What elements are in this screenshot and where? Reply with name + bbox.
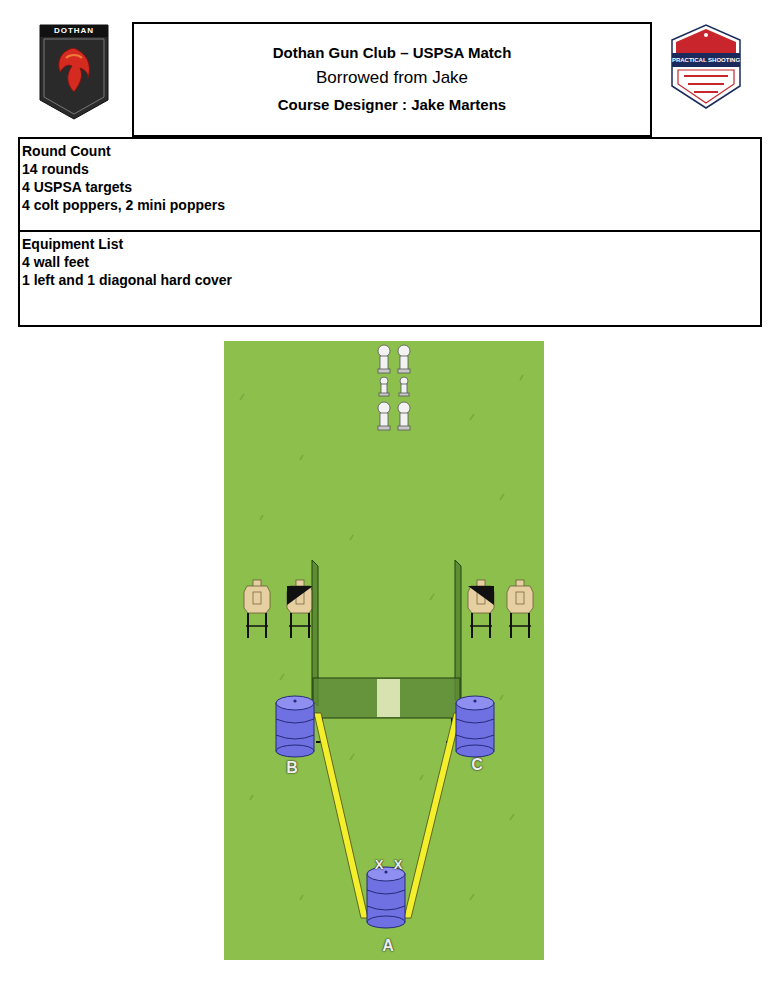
position-label: A xyxy=(382,938,394,954)
colt-popper xyxy=(378,402,390,430)
position-label: C xyxy=(471,757,483,773)
shooting-box-mark: X xyxy=(375,858,384,871)
logo-flame xyxy=(66,55,82,58)
barrel xyxy=(276,696,314,757)
section-heading: Equipment List xyxy=(22,235,757,253)
logo-text: PRACTICAL SHOOTING xyxy=(672,57,740,63)
title-line: Borrowed from Jake xyxy=(140,68,644,88)
section-item: 4 USPSA targets xyxy=(22,178,757,196)
uspsa-stripes xyxy=(678,70,734,103)
section-heading: Round Count xyxy=(22,142,757,160)
uspsa-red-field xyxy=(676,29,736,53)
colt-popper xyxy=(378,345,390,373)
wall-port xyxy=(377,679,400,717)
position-label: B xyxy=(286,760,298,776)
mini-popper xyxy=(379,377,389,396)
grass-blades xyxy=(240,375,523,900)
section-item: 4 colt poppers, 2 mini poppers xyxy=(22,196,757,214)
uspsa-target xyxy=(244,580,270,638)
mini-popper xyxy=(399,377,409,396)
uspsa-target xyxy=(468,580,494,638)
title-line: Course Designer : Jake Martens xyxy=(140,96,644,114)
title-line: Dothan Gun Club – USPSA Match xyxy=(140,44,644,62)
diagonal-hard-cover xyxy=(468,586,494,605)
barrel xyxy=(367,867,405,928)
logo-phoenix xyxy=(59,48,90,92)
section-item: 1 left and 1 diagonal hard cover xyxy=(22,271,757,289)
shooting-box-mark: X xyxy=(394,858,403,871)
uspsa-logo xyxy=(672,25,740,108)
logo-shield xyxy=(40,25,108,119)
logo-inner-border xyxy=(44,39,104,114)
uspsa-target xyxy=(507,580,533,638)
barrel xyxy=(456,696,494,757)
uspsa-shield xyxy=(672,25,740,108)
colt-popper xyxy=(398,402,410,430)
section-item: 14 rounds xyxy=(22,160,757,178)
info-box: Round Count14 rounds4 USPSA targets4 col… xyxy=(18,137,762,232)
field-ground xyxy=(224,341,544,960)
diagonal-hard-cover xyxy=(287,586,313,605)
wall-feet xyxy=(316,718,454,742)
logo-band xyxy=(40,25,108,37)
colt-popper xyxy=(398,345,410,373)
logo-text: DOTHAN xyxy=(54,27,94,35)
fault-line xyxy=(404,713,461,918)
walls xyxy=(312,560,461,742)
uspsa-star xyxy=(704,33,708,37)
fault-line xyxy=(314,713,368,918)
uspsa-stripes xyxy=(684,76,728,92)
grass-texture xyxy=(224,341,544,960)
popper-array xyxy=(378,345,410,430)
uspsa-targets xyxy=(244,580,533,638)
uspsa-band xyxy=(672,53,740,67)
front-wall xyxy=(313,678,460,718)
section-item: 4 wall feet xyxy=(22,253,757,271)
info-box: Equipment List4 wall feet1 left and 1 di… xyxy=(18,230,762,327)
uspsa-target xyxy=(287,580,313,638)
club-logo xyxy=(40,25,108,119)
title-box: Dothan Gun Club – USPSA MatchBorrowed fr… xyxy=(132,22,652,137)
